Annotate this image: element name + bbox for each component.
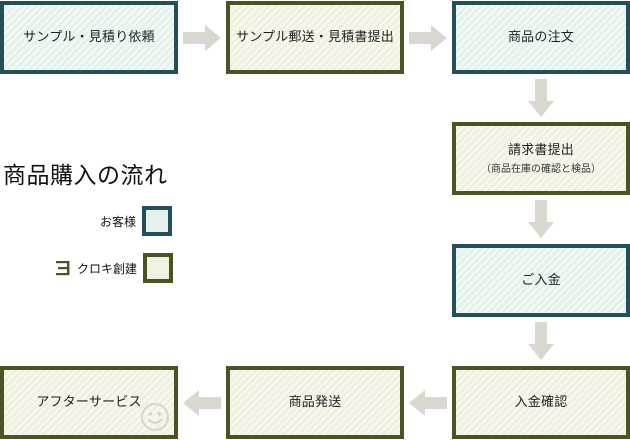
step-invoice: 請求書提出 （商品在庫の確認と検品） <box>452 122 630 195</box>
arrow-left <box>183 390 221 416</box>
legend-kuroki-swatch <box>143 253 174 283</box>
step-label: 商品の注文 <box>507 29 574 45</box>
step-label: 請求書提出 <box>507 142 574 158</box>
arrow-down <box>528 79 554 117</box>
step-label: 商品発送 <box>288 394 342 410</box>
smiley-icon <box>141 403 169 431</box>
arrow-down <box>528 200 554 238</box>
step-payment-confirmation: 入金確認 <box>452 366 630 439</box>
kuroki-logo-icon <box>56 261 70 276</box>
legend-customer: お客様 <box>100 206 173 236</box>
step-label: サンプル郵送・見積書提出 <box>235 29 394 45</box>
step-after-service: アフターサービス <box>0 366 178 439</box>
step-shipping: 商品発送 <box>226 366 404 439</box>
arrow-left <box>409 390 447 416</box>
step-sublabel: （商品在庫の確認と検品） <box>481 163 601 175</box>
step-sample-shipping-quote: サンプル郵送・見積書提出 <box>226 1 404 74</box>
step-label: サンプル・見積り依頼 <box>23 29 155 45</box>
step-label: アフターサービス <box>36 394 142 410</box>
legend-customer-label: お客様 <box>100 214 137 229</box>
legend-kuroki-label: クロキ創建 <box>77 261 138 276</box>
step-label: ご入金 <box>521 272 561 288</box>
arrow-right <box>183 25 221 51</box>
legend-customer-swatch <box>142 206 173 236</box>
step-sample-request: サンプル・見積り依頼 <box>0 1 178 74</box>
arrow-right <box>409 25 447 51</box>
step-label: 入金確認 <box>514 394 568 410</box>
step-order: 商品の注文 <box>452 1 630 74</box>
step-payment: ご入金 <box>452 244 630 317</box>
arrow-down <box>528 322 554 360</box>
page-title: 商品購入の流れ <box>3 163 168 189</box>
legend-kuroki: クロキ創建 <box>54 253 174 283</box>
